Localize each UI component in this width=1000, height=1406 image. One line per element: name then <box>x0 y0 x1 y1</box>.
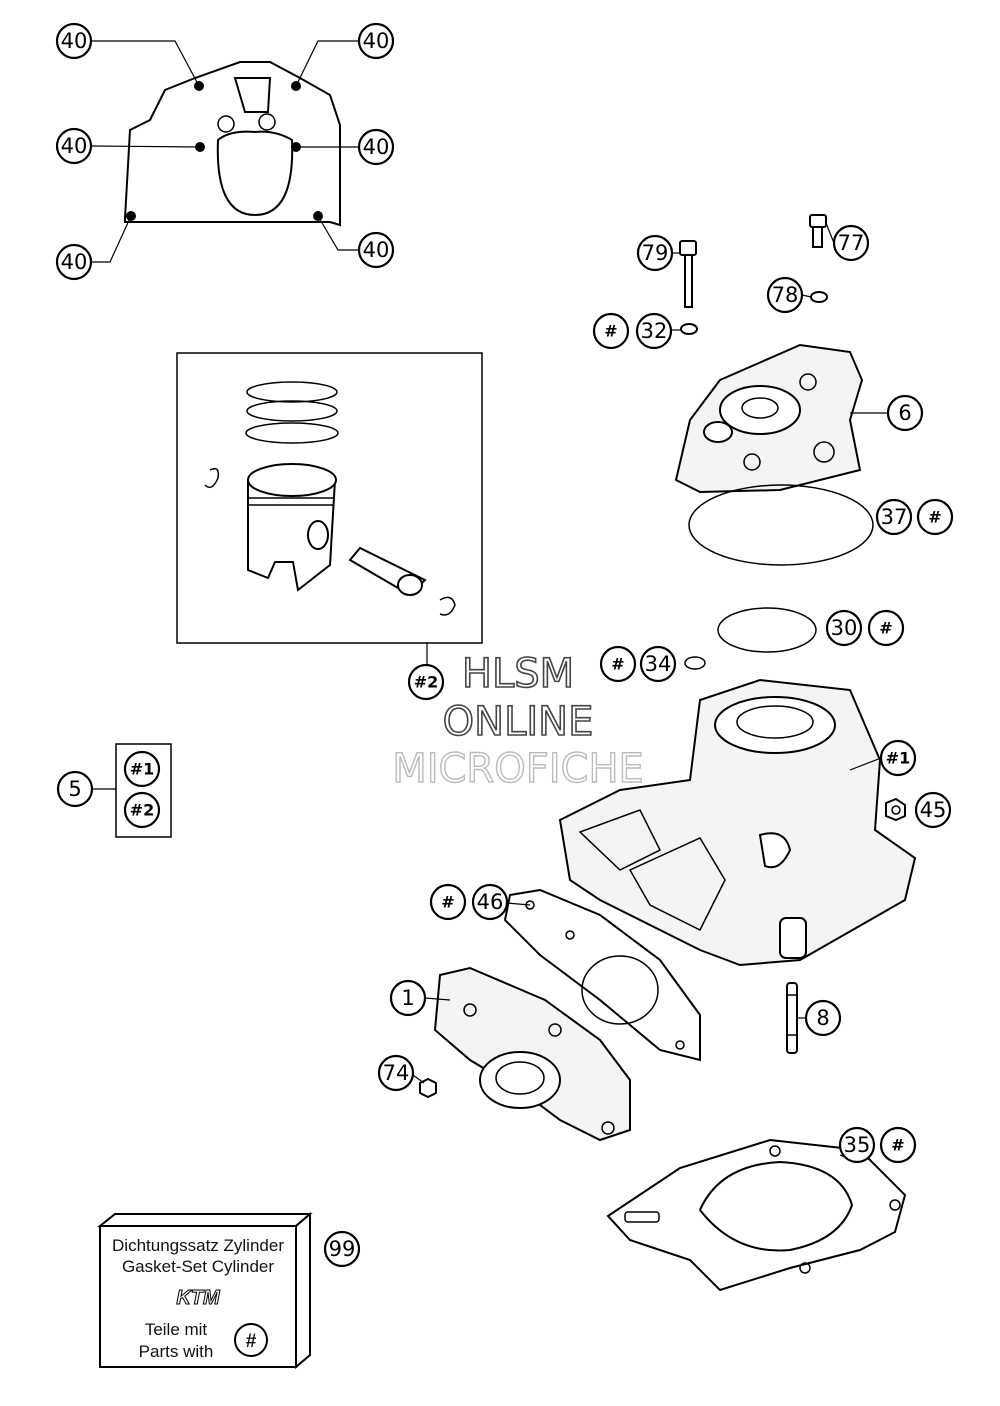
svg-text:40: 40 <box>363 238 390 262</box>
svg-text:#: # <box>441 893 454 912</box>
callout-34: 34 <box>639 645 677 683</box>
callout-74: 74 <box>377 1054 415 1092</box>
callout-46: 46 <box>471 883 509 921</box>
callout-35: 35 <box>838 1126 876 1164</box>
assembly-5-box <box>92 743 172 838</box>
callout-30-hash: # <box>867 609 905 647</box>
svg-text:#: # <box>928 508 941 527</box>
svg-text:45: 45 <box>920 798 947 822</box>
callout-37-hash: # <box>916 498 954 536</box>
nut-74 <box>412 1074 437 1099</box>
callout-40-a: 40 <box>55 22 93 60</box>
cylinder-plate-gasket <box>124 61 341 227</box>
o-ring-30 <box>717 607 817 653</box>
svg-text:79: 79 <box>642 241 669 265</box>
leader-lines-40 <box>90 40 360 263</box>
callout-35-hash: # <box>879 1126 917 1164</box>
svg-text:5: 5 <box>68 777 81 801</box>
svg-text:40: 40 <box>61 250 88 274</box>
callout-cylinder-hash1: #1 <box>879 739 917 777</box>
svg-text:40: 40 <box>61 134 88 158</box>
callout-40-c: 40 <box>55 127 93 165</box>
callout-1: 1 <box>389 979 427 1017</box>
callout-79: 79 <box>636 234 674 272</box>
screw-77-washer-78 <box>801 214 835 303</box>
callout-46-hash: # <box>429 883 467 921</box>
svg-text:40: 40 <box>363 135 390 159</box>
svg-text:35: 35 <box>844 1133 871 1157</box>
svg-text:#1: #1 <box>130 760 155 779</box>
svg-text:32: 32 <box>641 319 668 343</box>
callout-45: 45 <box>914 791 952 829</box>
callout-40-d: 40 <box>357 128 395 166</box>
gasket-46 <box>503 888 701 1062</box>
watermark-line3: MICROFICHE <box>392 746 644 792</box>
ktm-logo: KTM <box>176 1287 221 1309</box>
svg-text:#: # <box>611 655 624 674</box>
svg-text:#2: #2 <box>130 801 155 820</box>
svg-text:46: 46 <box>477 890 504 914</box>
intake-flange <box>424 966 631 1142</box>
callout-34-hash: # <box>599 645 637 683</box>
callout-40-e: 40 <box>55 243 93 281</box>
callout-40-b: 40 <box>357 22 395 60</box>
svg-text:30: 30 <box>831 616 858 640</box>
callout-2: #2 <box>407 663 445 701</box>
bolt-79 <box>671 240 698 335</box>
svg-text:6: 6 <box>898 401 911 425</box>
base-gasket-35 <box>606 1138 907 1292</box>
svg-text:1: 1 <box>401 986 414 1010</box>
svg-text:#1: #1 <box>886 749 911 768</box>
gasket-set-box: Dichtungssatz Zylinder Gasket-Set Cylind… <box>97 1211 313 1370</box>
svg-text:37: 37 <box>881 505 908 529</box>
callout-5-hash1: #1 <box>123 750 161 788</box>
callout-78: 78 <box>766 276 804 314</box>
svg-text:40: 40 <box>363 29 390 53</box>
svg-text:8: 8 <box>816 1006 829 1030</box>
stud-8 <box>786 982 805 1054</box>
svg-text:78: 78 <box>772 283 799 307</box>
piston-kit <box>176 352 483 668</box>
callout-30: 30 <box>825 609 863 647</box>
callout-5-hash2: #2 <box>123 791 161 829</box>
callout-37: 37 <box>875 498 913 536</box>
callout-40-f: 40 <box>357 231 395 269</box>
svg-text:40: 40 <box>61 29 88 53</box>
watermark: HLSM ONLINE MICROFICHE <box>391 650 644 793</box>
svg-text:34: 34 <box>645 652 672 676</box>
gasket-set-line3: Teile mit <box>145 1320 208 1339</box>
gasket-set-symbol: # <box>246 1331 257 1352</box>
svg-text:77: 77 <box>838 231 865 255</box>
svg-text:74: 74 <box>383 1061 410 1085</box>
callout-32: 32 <box>635 312 673 350</box>
svg-text:#: # <box>891 1136 904 1155</box>
callout-8: 8 <box>804 999 842 1037</box>
cylinder-head <box>674 343 888 566</box>
gasket-set-line4: Parts with <box>139 1342 214 1361</box>
svg-text:99: 99 <box>329 1237 356 1261</box>
watermark-line2: ONLINE <box>443 699 594 745</box>
gasket-set-line1: Dichtungssatz Zylinder <box>112 1236 284 1255</box>
cylinder-assembly <box>558 678 917 967</box>
watermark-line1: HLSM <box>462 651 574 697</box>
svg-text:#: # <box>604 322 617 341</box>
callout-32-hash: # <box>592 312 630 350</box>
svg-text:#2: #2 <box>414 673 439 692</box>
o-ring-34 <box>684 656 706 670</box>
callout-77: 77 <box>832 224 870 262</box>
callout-99: 99 <box>323 1230 361 1268</box>
callout-5: 5 <box>56 770 94 808</box>
callout-6: 6 <box>886 394 924 432</box>
svg-text:#: # <box>879 619 892 638</box>
gasket-set-line2: Gasket-Set Cylinder <box>122 1257 274 1276</box>
